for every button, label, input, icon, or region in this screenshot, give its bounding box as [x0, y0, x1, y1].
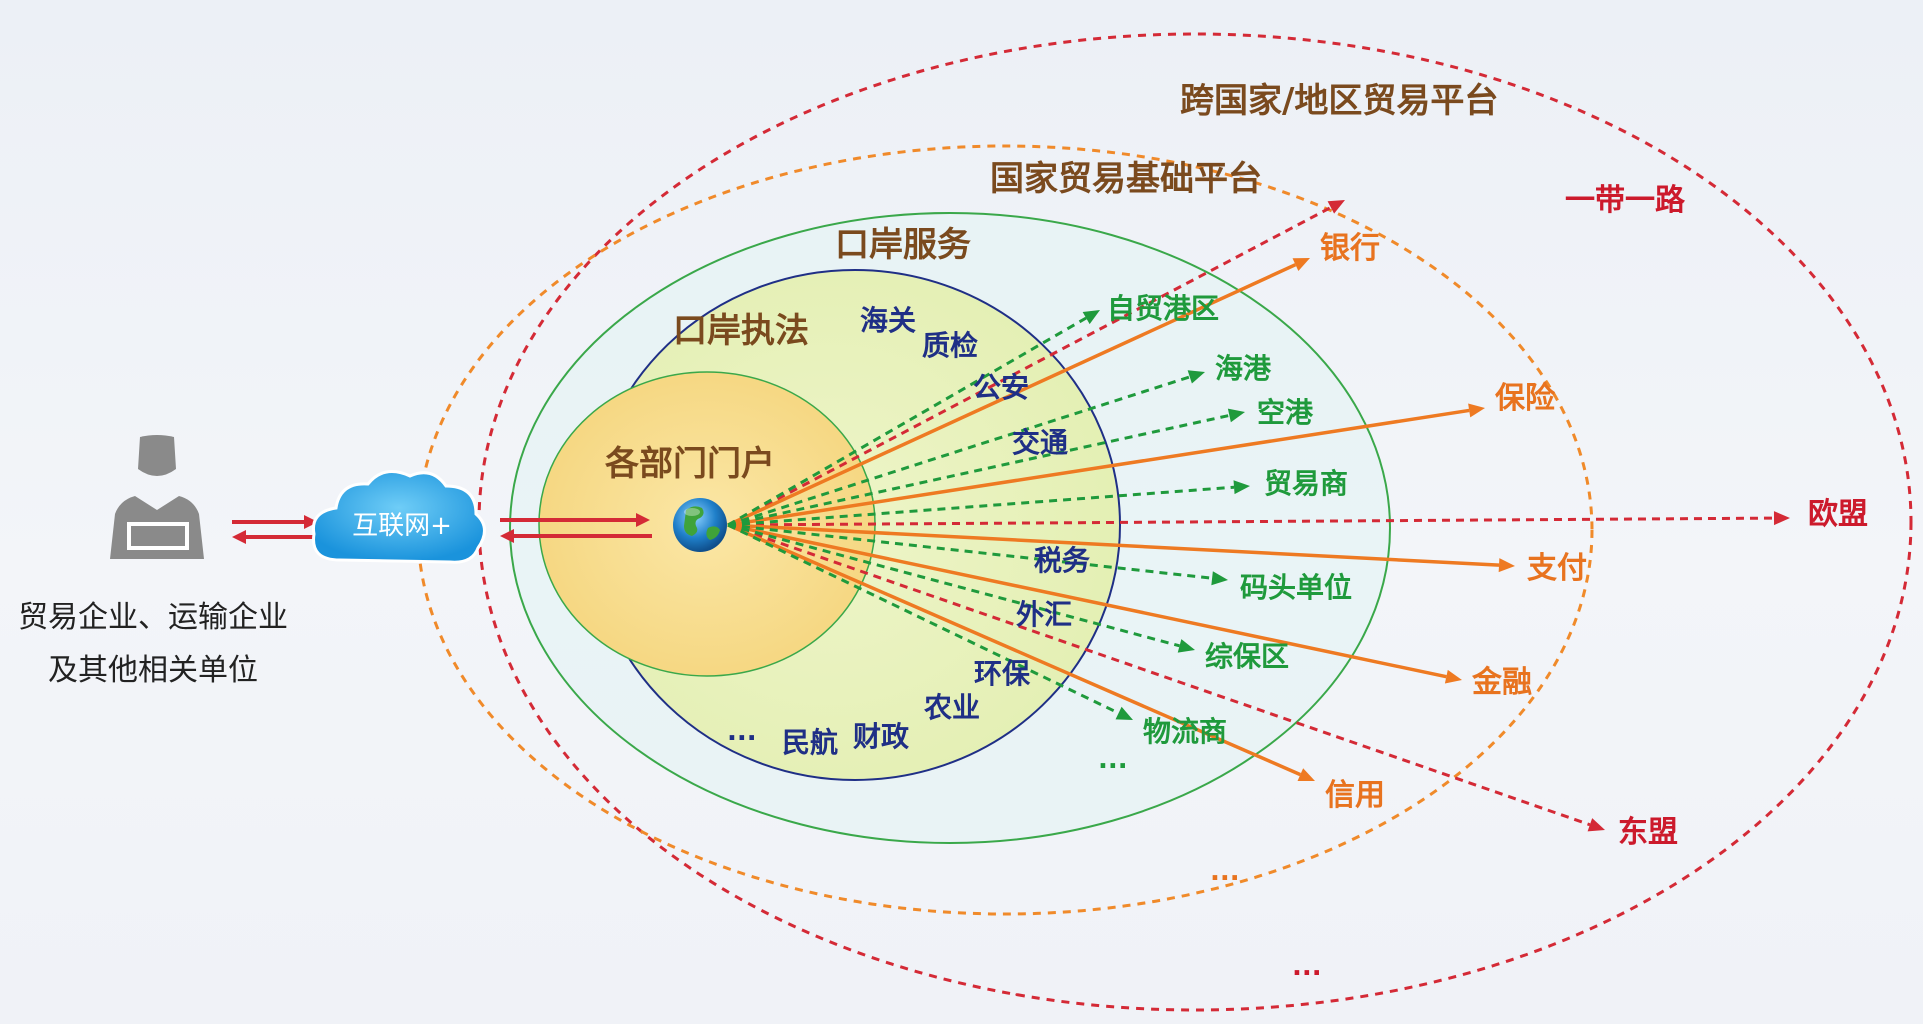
globe-icon	[673, 498, 727, 552]
port-service-label: 综保区	[1205, 640, 1289, 673]
arrow-finance	[727, 523, 1462, 684]
national-service-label: 支付	[1527, 551, 1587, 586]
outer-ring-title: 跨国家/地区贸易平台	[1180, 81, 1498, 121]
national-service-label: 银行	[1320, 231, 1380, 266]
agency-label: ...	[727, 717, 757, 747]
agency-label: 质检	[922, 329, 978, 362]
agency-label: 民航	[782, 726, 838, 759]
national-service-label: 保险	[1495, 381, 1556, 416]
port-service-title: 口岸服务	[835, 225, 971, 265]
user-to-cloud-arrows	[232, 515, 318, 544]
user-caption-line1: 贸易企业、运输企业	[18, 600, 288, 635]
international-label: 东盟	[1618, 815, 1678, 850]
agency-label: 外汇	[1016, 598, 1072, 631]
user-caption-line2: 及其他相关单位	[48, 653, 258, 688]
port-service-label: 自贸港区	[1107, 292, 1219, 325]
port-service-label: 码头单位	[1240, 571, 1352, 604]
agency-label: 环保	[974, 657, 1031, 690]
port-service-label: 海港	[1215, 352, 1272, 385]
arrow-payment	[727, 523, 1515, 573]
international-label: 欧盟	[1808, 497, 1868, 532]
national-platform-ring	[416, 144, 1594, 916]
international-label: 一带一路	[1565, 183, 1686, 218]
national-service-label: 金融	[1471, 665, 1532, 700]
arrow-eu	[727, 511, 1790, 527]
agency-label: 农业	[923, 691, 980, 724]
port-enforcement-title: 口岸执法	[673, 311, 809, 351]
agency-label: 交通	[1012, 426, 1068, 459]
port-service-label: 空港	[1257, 396, 1314, 429]
national-service-label: 信用	[1325, 778, 1385, 813]
agency-label: 财政	[853, 720, 909, 753]
arrow-airport	[727, 408, 1245, 527]
agency-label: 税务	[1034, 544, 1090, 577]
portals-title: 各部门门户	[605, 444, 775, 484]
arrow-seaport	[727, 370, 1205, 527]
cloud-to-portal-arrows	[500, 513, 652, 543]
arrow-credit	[727, 523, 1315, 782]
internet-label: 互联网+	[352, 511, 452, 541]
arrow-asean	[727, 523, 1605, 832]
national-service-label: ...	[1210, 857, 1240, 887]
arrow-bonded-zone	[727, 523, 1195, 653]
agency-label: 海关	[860, 304, 916, 337]
port-service-label: ...	[1098, 745, 1128, 775]
arrow-insurance	[727, 403, 1485, 527]
port-service-label: 物流商	[1143, 715, 1227, 748]
arrow-trader	[727, 480, 1250, 527]
international-label: ...	[1292, 952, 1322, 982]
connection-arrows	[727, 200, 1790, 832]
port-service-label: 贸易商	[1264, 467, 1348, 500]
arrow-belt-road	[727, 200, 1345, 527]
cloud-icon	[311, 470, 486, 564]
arrow-terminal	[727, 523, 1228, 586]
national-ring-title: 国家贸易基础平台	[990, 159, 1262, 199]
user-icon	[110, 435, 204, 559]
arrow-free-trade-zone	[727, 310, 1100, 527]
arrow-bank	[727, 258, 1310, 527]
arrow-logistics	[727, 523, 1133, 720]
agency-label: 公安	[973, 371, 1029, 404]
